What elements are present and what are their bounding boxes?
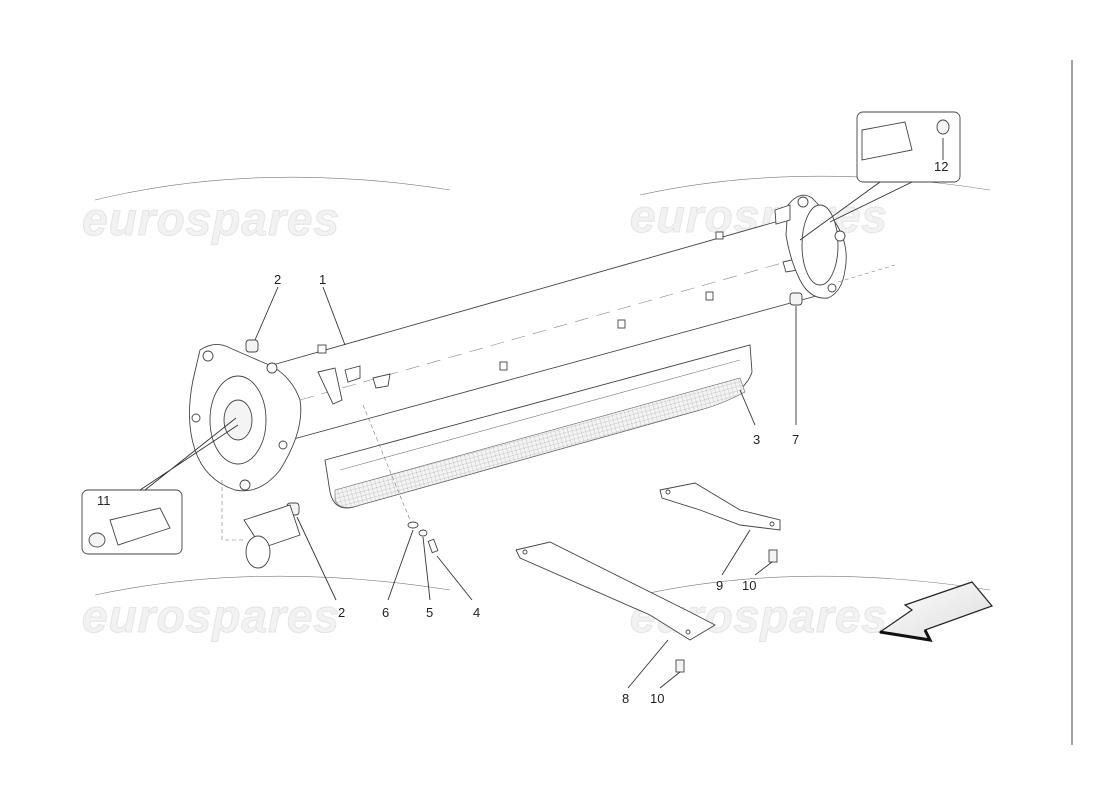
inset-12 [856, 111, 961, 183]
callout-4: 4 [473, 605, 480, 620]
callout-10-lower: 10 [650, 691, 664, 706]
callout-5: 5 [426, 605, 433, 620]
part-2-nut-top [245, 339, 259, 353]
direction-arrow-icon [878, 581, 994, 642]
inset-11 [81, 489, 183, 555]
fasteners-4-5-6 [362, 404, 439, 554]
callout-7: 7 [792, 432, 799, 447]
part-9-bracket [659, 482, 781, 563]
callout-2-bottom: 2 [338, 605, 345, 620]
callout-11: 11 [97, 493, 111, 508]
callout-1: 1 [319, 272, 326, 287]
callout-6: 6 [382, 605, 389, 620]
part-8-bracket [515, 541, 716, 673]
part-3-heat-shield [324, 344, 753, 509]
part-7-nut [789, 292, 803, 306]
leader-lines [254, 138, 944, 689]
leader-11 [139, 417, 239, 491]
watermark-bottom-left: eurospares [82, 590, 340, 642]
leader-12 [799, 181, 913, 241]
right-bolt [837, 264, 896, 283]
left-flange [188, 344, 302, 492]
callout-10-upper: 10 [742, 578, 756, 593]
callout-8: 8 [622, 691, 629, 706]
watermark-top-left: eurospares [82, 193, 340, 245]
callout-12: 12 [934, 159, 948, 174]
callout-9: 9 [716, 578, 723, 593]
lower-clamp [221, 480, 301, 569]
callout-3: 3 [753, 432, 760, 447]
callout-2-top: 2 [274, 272, 281, 287]
